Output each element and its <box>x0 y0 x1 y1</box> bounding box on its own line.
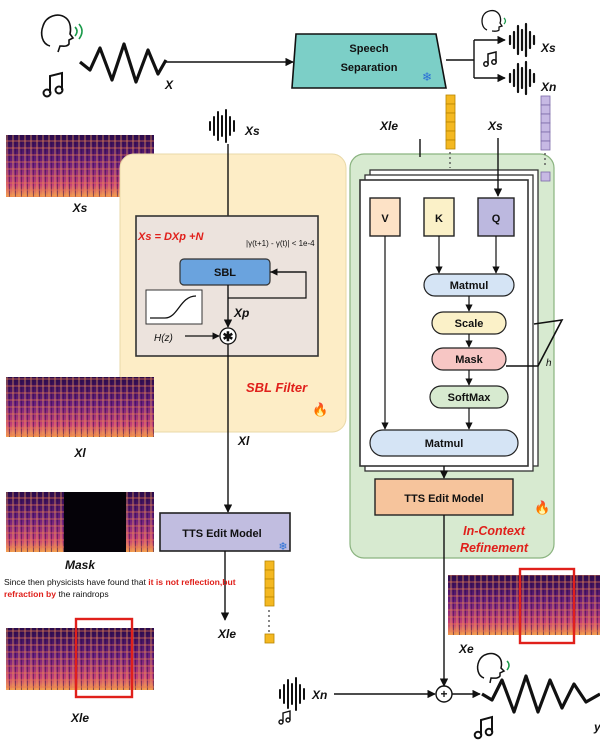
xle-spectrogram-label: Xle <box>70 711 89 725</box>
bottom-xn-label: Xn <box>311 688 327 702</box>
sbl-xs-label: Xs <box>244 124 260 138</box>
xe-label: Xe <box>458 642 474 656</box>
convolution-operator-icon: ✱ <box>219 327 237 345</box>
icl-title-line2: Refinement <box>460 541 529 555</box>
xle-spectrogram <box>6 617 154 699</box>
svg-text:TTS Edit Model: TTS Edit Model <box>404 493 483 505</box>
icl-title-line1: In-Context <box>463 524 526 538</box>
left-token-stack <box>264 560 275 644</box>
small-speaker-head-icon <box>481 9 507 32</box>
output-speaker-head-icon <box>476 652 510 684</box>
icl-xs-label: Xs <box>487 119 503 133</box>
speaker-head-icon <box>40 14 83 53</box>
icl-trainable-fire-icon: 🔥 <box>534 500 550 515</box>
small-music-note-icon <box>483 51 497 67</box>
separated-xs-label: Xs <box>540 41 556 55</box>
sbl-xp-label: Xp <box>233 306 249 320</box>
heads-h-label: h <box>546 358 552 369</box>
hz-label: H(z) <box>154 333 173 344</box>
sbl-convergence-criterion: |γ(t+1) - γ(t)| < 1e-4 <box>246 239 315 248</box>
transcript-caption: Since then physicists have found that it… <box>4 576 236 600</box>
svg-text:Mask: Mask <box>455 354 483 366</box>
xl-spectrogram-label: Xl <box>73 446 86 460</box>
frozen-snowflake-icon: ❄ <box>422 70 432 84</box>
svg-text:V: V <box>381 213 389 225</box>
sbl-equation: Xs = DXp +N <box>137 231 204 243</box>
xn-audio-wave-icon <box>508 60 536 96</box>
value-block <box>369 197 401 237</box>
svg-text:✱: ✱ <box>223 329 234 344</box>
xl-spectrogram <box>6 377 154 437</box>
mask-spectrogram-label: Mask <box>65 558 96 572</box>
icl-xn-token-stack <box>540 95 551 182</box>
output-y-label: y <box>593 720 600 734</box>
heads-bracket <box>506 318 564 367</box>
output-music-note-icon <box>473 715 494 740</box>
caption-part3: the raindrops <box>56 589 109 599</box>
left-tts-edit-model <box>159 512 291 552</box>
bottom-xn-audio-wave-icon <box>279 677 305 711</box>
hz-response-plot <box>145 289 203 325</box>
caption-part1: Since then physicists have found that <box>4 577 149 587</box>
matmul2-block <box>369 429 519 457</box>
sbl-xs-audio-wave-icon <box>209 109 235 143</box>
left-tts-frozen-icon: ❄ <box>278 541 287 553</box>
svg-text:SBL: SBL <box>214 267 236 279</box>
xs-audio-wave-icon <box>508 22 536 58</box>
xe-spectrogram <box>448 567 600 645</box>
svg-text:TTS Edit Model: TTS Edit Model <box>182 528 261 540</box>
sbl-xl-label: Xl <box>237 434 250 448</box>
bottom-music-note-icon <box>278 710 291 725</box>
mixed-waveform-icon <box>79 42 168 84</box>
svg-text:Scale: Scale <box>455 318 484 330</box>
svg-text:K: K <box>435 213 443 225</box>
sbl-trainable-fire-icon: 🔥 <box>312 402 328 417</box>
svg-text:SoftMax: SoftMax <box>448 392 492 404</box>
left-xle-label: Xle <box>217 627 236 641</box>
svg-text:+: + <box>440 687 447 701</box>
music-note-icon <box>42 71 64 98</box>
svg-text:Q: Q <box>492 213 501 225</box>
mixture-x-label: X <box>164 78 174 92</box>
svg-text:Speech: Speech <box>349 43 388 55</box>
svg-text:Matmul: Matmul <box>450 280 489 292</box>
icl-tts-edit-model <box>374 478 514 516</box>
xs-spectrogram-label: Xs <box>72 201 88 215</box>
mask-spectrogram <box>6 492 154 552</box>
icl-xle-label: Xle <box>379 119 398 133</box>
separated-xn-label: Xn <box>540 80 556 94</box>
output-waveform-icon <box>481 674 600 714</box>
svg-text:Matmul: Matmul <box>425 438 464 450</box>
query-block <box>477 197 515 237</box>
speech-separation-block: Speech Separation ❄ <box>291 33 447 89</box>
svg-text:Separation: Separation <box>341 62 398 74</box>
sum-operator: + <box>435 685 453 703</box>
caption-highlight: it is not reflection,but refraction by <box>4 577 236 599</box>
sbl-filter-title: SBL Filter <box>246 380 308 395</box>
